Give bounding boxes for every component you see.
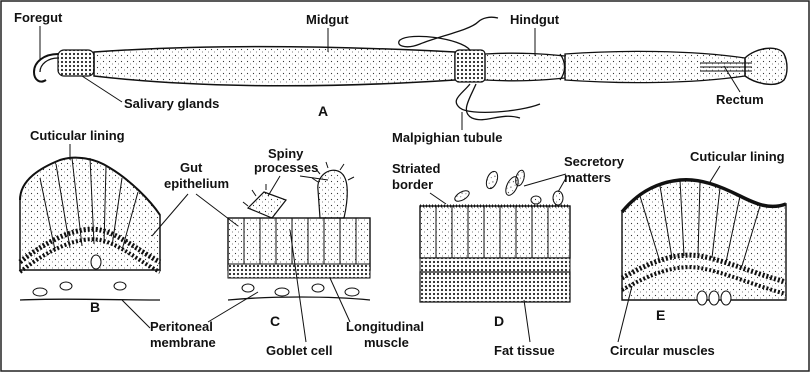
midgut-tube: [94, 47, 455, 86]
section-C-drawing: [228, 162, 370, 300]
section-D-drawing: [420, 169, 570, 302]
rectal-bulb: [745, 48, 787, 84]
label-membrane: membrane: [150, 335, 216, 350]
label-E-cuticular-lining: Cuticular lining: [690, 149, 785, 164]
label-B-epithelium: epithelium: [164, 176, 229, 191]
label-midgut: Midgut: [306, 12, 349, 27]
label-striated: Striated: [392, 161, 440, 176]
malpighian-tubule-lower: [456, 84, 540, 112]
label-malpighian-tubule: Malpighian tubule: [392, 130, 503, 145]
label-foregut: Foregut: [14, 10, 63, 25]
label-goblet-cell: Goblet cell: [266, 343, 332, 358]
label-spiny: Spiny: [268, 146, 304, 161]
label-longitudinal: Longitudinal: [346, 319, 424, 334]
label-letter-B: B: [90, 299, 100, 315]
label-salivary-glands: Salivary glands: [124, 96, 219, 111]
label-circular-muscles: Circular muscles: [610, 343, 715, 358]
label-secretory: Secretory: [564, 154, 625, 169]
label-fat-tissue: Fat tissue: [494, 343, 555, 358]
label-muscle: muscle: [364, 335, 409, 350]
malpighian-tubule-upper: [399, 17, 498, 50]
section-E-drawing: [622, 180, 786, 305]
label-rectum: Rectum: [716, 92, 764, 107]
label-processes: processes: [254, 160, 318, 175]
salivary-gland-region: [58, 50, 94, 76]
label-letter-A: A: [318, 103, 328, 119]
label-border: border: [392, 177, 433, 192]
section-B-drawing: [20, 158, 160, 300]
midgut-hindgut-junction: [455, 50, 485, 82]
label-B-cuticular-lining: Cuticular lining: [30, 128, 125, 143]
label-matters: matters: [564, 170, 611, 185]
label-letter-D: D: [494, 313, 504, 329]
label-letter-C: C: [270, 313, 280, 329]
label-peritoneal: Peritoneal: [150, 319, 213, 334]
label-hindgut: Hindgut: [510, 12, 560, 27]
hindgut-tube: [485, 53, 565, 81]
label-B-gut: Gut: [180, 160, 203, 175]
label-letter-E: E: [656, 307, 665, 323]
